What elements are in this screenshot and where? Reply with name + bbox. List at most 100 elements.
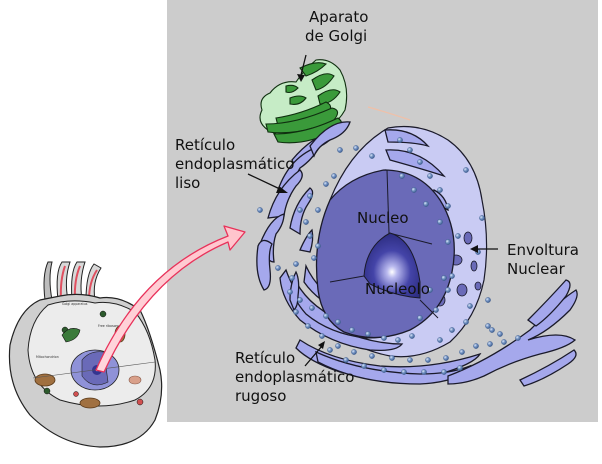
- ribosome: [389, 355, 395, 361]
- ribosome: [411, 187, 417, 193]
- label-nucleolus: Nucleolo: [365, 280, 430, 298]
- ribosome: [331, 173, 337, 179]
- ribosome: [335, 319, 341, 325]
- ribosome: [485, 297, 491, 303]
- ribosome: [407, 357, 413, 363]
- thumb-label-free-ribosomes: Free ribosomes: [98, 324, 123, 328]
- ribosome: [437, 187, 443, 193]
- ribosome: [473, 343, 479, 349]
- ribosome: [449, 327, 455, 333]
- cell-thumbnail: Golgi apparatus Free ribosomes Mitochond…: [8, 261, 163, 448]
- ribosome: [323, 313, 329, 319]
- ribosome: [351, 349, 357, 355]
- ribosome: [467, 303, 473, 309]
- ribosome: [307, 233, 313, 239]
- ribosome: [463, 167, 469, 173]
- ribosome: [457, 365, 463, 371]
- ribosome: [449, 273, 455, 279]
- ribosome: [353, 145, 359, 151]
- microvilli: [43, 261, 102, 301]
- ribosome: [257, 207, 263, 213]
- ribosome: [297, 297, 303, 303]
- ribosome: [381, 367, 387, 373]
- labels: Aparato de Golgi Retículo endoplasmático…: [175, 8, 579, 405]
- ribosome: [361, 363, 367, 369]
- ribosome: [417, 315, 423, 321]
- ribosome: [433, 307, 439, 313]
- ribosome: [409, 333, 415, 339]
- ribosome: [437, 219, 443, 225]
- ribosome: [427, 173, 433, 179]
- ribosome: [319, 333, 325, 339]
- smooth-er-arrow: [247, 173, 283, 191]
- ribosome: [443, 355, 449, 361]
- ribosome: [287, 289, 293, 295]
- ribosome: [337, 147, 343, 153]
- golgi-apparatus: [259, 59, 348, 144]
- rough-er-arrow: [304, 345, 323, 367]
- ribosome: [479, 215, 485, 221]
- ribosome: [397, 137, 403, 143]
- ribosome: [381, 335, 387, 341]
- ribosome: [401, 369, 407, 375]
- ribosome: [311, 255, 317, 261]
- nucleus: [315, 169, 455, 339]
- ribosome: [315, 243, 321, 249]
- label-rough-er-line1: Retículo: [235, 349, 295, 367]
- label-nucleus: Nucleo: [357, 209, 409, 227]
- ribosome: [297, 207, 303, 213]
- ribosome: [485, 323, 491, 329]
- ribosome: [437, 337, 443, 343]
- ribosome: [307, 193, 313, 199]
- ribosome: [487, 341, 493, 347]
- ribosome: [315, 207, 321, 213]
- leader-lines: [247, 54, 498, 367]
- label-envelope-line1: Envoltura: [507, 241, 579, 259]
- label-golgi-line2: de Golgi: [305, 27, 367, 45]
- ribosome: [305, 323, 311, 329]
- ribosome: [515, 335, 521, 341]
- ribosome: [327, 347, 333, 353]
- label-rough-er-line3: rugoso: [235, 387, 286, 405]
- ribosome: [501, 339, 507, 345]
- ribosome: [445, 239, 451, 245]
- thumb-label-mitochondrion: Mitochondrion: [36, 355, 59, 359]
- ribosome: [421, 369, 427, 375]
- ribosome: [399, 173, 405, 179]
- ribosome: [289, 275, 295, 281]
- label-smooth-er-line2: endoplasmático: [175, 155, 294, 173]
- ribosome: [425, 357, 431, 363]
- ribosome: [445, 203, 451, 209]
- label-smooth-er-line3: liso: [175, 174, 200, 192]
- thumb-label-golgi: Golgi apparatus: [62, 302, 88, 306]
- ribosome: [343, 357, 349, 363]
- ribosome: [335, 343, 341, 349]
- ribosome: [275, 265, 281, 271]
- ribosome: [395, 337, 401, 343]
- ribosome: [309, 305, 315, 311]
- ribosome: [303, 219, 309, 225]
- ribosome: [417, 159, 423, 165]
- label-envelope-line2: Nuclear: [507, 260, 566, 278]
- ribosome: [365, 331, 371, 337]
- ribosome: [369, 353, 375, 359]
- ribosome: [293, 261, 299, 267]
- ribosome: [407, 147, 413, 153]
- ribosome: [441, 369, 447, 375]
- ribosome: [441, 275, 447, 281]
- ribosome: [455, 233, 461, 239]
- ribosome: [497, 331, 503, 337]
- ribosome: [423, 201, 429, 207]
- ribosome: [349, 327, 355, 333]
- zoom-arrow: [95, 225, 246, 373]
- ribosomes: [257, 137, 521, 375]
- label-rough-er-line2: endoplasmático: [235, 368, 354, 386]
- ribosome: [445, 287, 451, 293]
- label-golgi-line1: Aparato: [309, 8, 368, 26]
- ribosome: [427, 287, 433, 293]
- golgi-arrow: [300, 54, 307, 76]
- nucleolus: [363, 232, 421, 299]
- ribosome: [463, 319, 469, 325]
- ribosome: [293, 309, 299, 315]
